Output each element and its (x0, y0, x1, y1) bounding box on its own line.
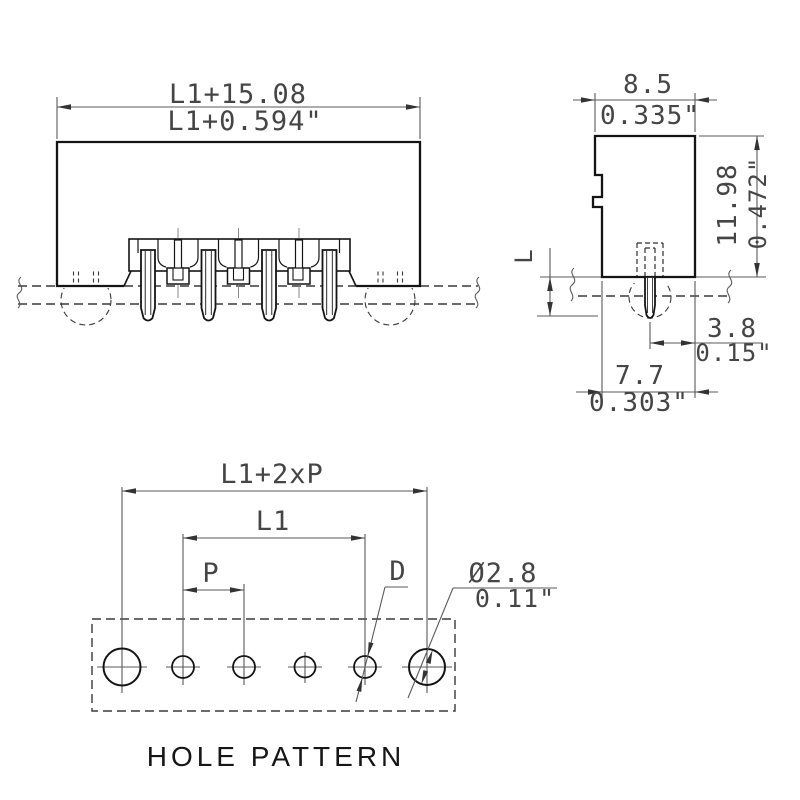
pin-hole-4 (353, 655, 377, 679)
dim-pin-hole-dia: D (355, 556, 408, 703)
dim-mounting-hole-dia-mm: Ø2.8 (468, 558, 537, 589)
dim-side-pin-to-edge-in: 0.15" (695, 339, 772, 367)
connector-body-side (591, 134, 697, 279)
pin-hole-2 (232, 655, 256, 679)
mounting-peg-hidden-left (60, 271, 112, 326)
pin-hole-1 (171, 655, 195, 679)
hole-pattern-view: L1+2xP L1 P D Ø2.8 (91, 459, 557, 772)
mounting-peg-hidden-right (364, 271, 416, 326)
mounting-hole-right (408, 648, 446, 686)
dim-front-width: L1+15.08 L1+0.594" (56, 79, 421, 139)
dim-hole-pin-span-label: L1 (256, 506, 291, 537)
dim-hole-pin-span: L1 (183, 506, 365, 541)
dim-side-base-depth-in: 0.303" (589, 388, 689, 418)
holes (102, 647, 446, 687)
dim-side-pin-to-edge-mm: 3.8 (707, 314, 757, 344)
dim-hole-pitch-label: P (202, 558, 219, 589)
pcb-front (16, 276, 481, 309)
hole-centerlines (97, 487, 452, 693)
dim-side-pin-length: L (510, 248, 598, 317)
dim-mounting-hole-dia: Ø2.8 0.11" (407, 558, 557, 699)
small-pins-front (166, 228, 311, 298)
pin-hole-3 (293, 655, 317, 679)
dim-front-width-mm: L1+15.08 (169, 79, 307, 110)
dim-front-width-in: L1+0.594" (167, 106, 322, 137)
mounting-hole-left (102, 647, 142, 687)
side-view: 8.5 0.335" 11.98 0.472" L 3.8 0.15" (510, 70, 772, 418)
dim-hole-overall-span: L1+2xP (122, 459, 427, 494)
hole-pattern-caption: HOLE PATTERN (147, 741, 406, 772)
dim-side-depth-mm: 8.5 (623, 70, 673, 100)
dim-hole-overall-span-label: L1+2xP (220, 459, 324, 490)
dim-side-height: 11.98 0.472" (699, 135, 772, 278)
dim-side-pin-length-label: L (510, 248, 538, 263)
dim-pin-hole-dia-label: D (389, 556, 406, 587)
dim-side-pin-to-edge: 3.8 0.15" (649, 281, 772, 398)
dim-side-depth-in: 0.335" (600, 101, 700, 131)
dim-mounting-hole-dia-in: 0.11" (475, 584, 555, 613)
dim-hole-pitch: P (183, 558, 244, 593)
dim-side-height-mm: 11.98 (713, 163, 743, 246)
solder-pin-side (644, 276, 656, 319)
connector-body-front (55, 140, 422, 288)
dim-side-height-in: 0.472" (744, 157, 772, 250)
front-view: L1+15.08 L1+0.594" (16, 79, 481, 326)
dim-side-depth: 8.5 0.335" (573, 70, 717, 132)
dim-side-base-depth: 7.7 0.303" (576, 281, 718, 418)
pcb-outline-dashed (91, 618, 456, 712)
dim-side-base-depth-mm: 7.7 (615, 361, 665, 391)
solder-pins-front (140, 249, 338, 322)
